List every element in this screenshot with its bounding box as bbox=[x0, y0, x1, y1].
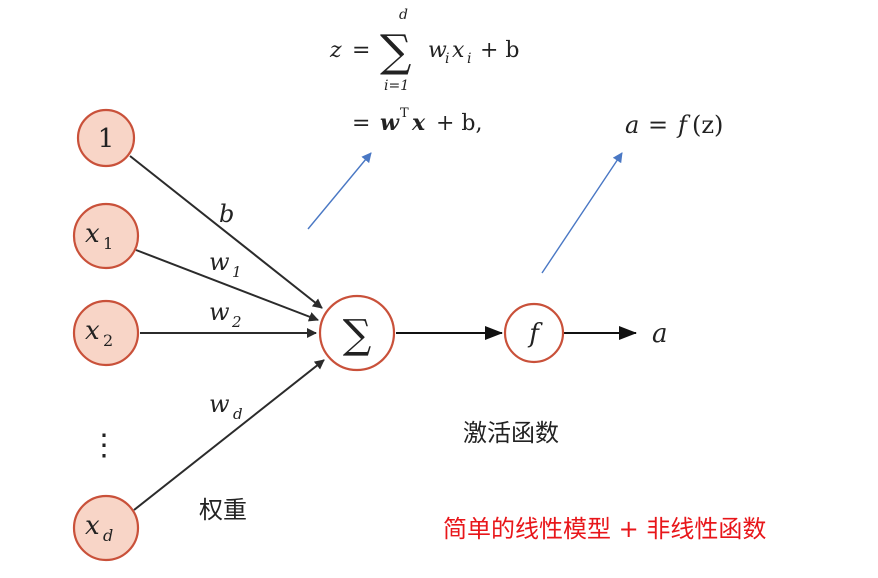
weight-label-wd-sub: d bbox=[233, 405, 243, 423]
sum-node: ∑ bbox=[318, 294, 396, 372]
weight-label-w2: w bbox=[209, 298, 230, 326]
activation-node: f bbox=[503, 302, 565, 364]
input-node-xd-sub: d bbox=[103, 526, 113, 545]
formula-eq1: = bbox=[352, 38, 370, 63]
input-node-xd: x d bbox=[72, 494, 140, 562]
summary-caption: 简单的线性模型 + 非线性函数 bbox=[443, 515, 766, 543]
formula-w: w bbox=[428, 38, 447, 63]
activation-formula-arg: (z) bbox=[692, 111, 723, 139]
sum-node-symbol: ∑ bbox=[343, 312, 372, 358]
formula-transpose: T bbox=[400, 106, 409, 121]
weight-label-wd: w bbox=[209, 390, 230, 418]
weight-label-b: b bbox=[219, 200, 234, 228]
activation-formula: a = f (z) bbox=[625, 111, 723, 139]
weight-label-w1-sub: 1 bbox=[232, 263, 242, 281]
formula-sum-lower: i=1 bbox=[384, 78, 409, 94]
formula-x-sub: i bbox=[467, 51, 471, 67]
input-node-x2-sub: 2 bbox=[103, 331, 113, 350]
weight-label-w2-sub: 2 bbox=[231, 313, 242, 331]
formula-x: x bbox=[452, 38, 465, 63]
formula-pointer-arrow bbox=[307, 152, 372, 230]
formula-sum-upper: d bbox=[399, 7, 408, 23]
formula-w-bold: w bbox=[380, 110, 400, 136]
activation-pointer-arrow bbox=[541, 152, 623, 274]
input-node-xd-label: x bbox=[85, 511, 100, 541]
formula-w-sub: i bbox=[445, 51, 449, 67]
linear-formula: z = ∑ d i=1 w i x i + b = w T x + b, bbox=[329, 7, 520, 136]
formula-x-bold: x bbox=[411, 110, 426, 136]
activation-caption: 激活函数 bbox=[463, 419, 559, 447]
weight-labels: b w 1 w 2 w d bbox=[209, 200, 243, 423]
input-node-bias-label: 1 bbox=[98, 124, 115, 154]
input-node-x1-label: x bbox=[85, 219, 100, 249]
input-node-bias: 1 bbox=[76, 108, 136, 168]
input-ellipsis: ⋮ bbox=[89, 428, 119, 463]
weight-label-w1: w bbox=[209, 248, 230, 276]
formula-eq2: = bbox=[352, 111, 370, 136]
formula-z: z bbox=[329, 38, 342, 63]
edge-bias bbox=[129, 155, 323, 309]
edge-x1 bbox=[135, 249, 319, 322]
edge-xd bbox=[133, 359, 325, 511]
input-node-x1: x 1 bbox=[72, 202, 140, 270]
activation-formula-f: f bbox=[676, 111, 691, 139]
weights-caption: 权重 bbox=[199, 496, 247, 524]
input-node-x1-sub: 1 bbox=[103, 234, 113, 253]
formula-plus-b: + b bbox=[480, 38, 520, 63]
formula-sum-symbol: ∑ bbox=[380, 26, 411, 77]
input-node-x2: x 2 bbox=[72, 299, 140, 367]
activation-formula-a: a bbox=[625, 111, 639, 139]
activation-formula-eq: = bbox=[648, 111, 668, 139]
output-label: a bbox=[652, 319, 668, 349]
input-node-x2-label: x bbox=[85, 316, 100, 346]
formula-plus-b2: + b, bbox=[436, 111, 483, 136]
